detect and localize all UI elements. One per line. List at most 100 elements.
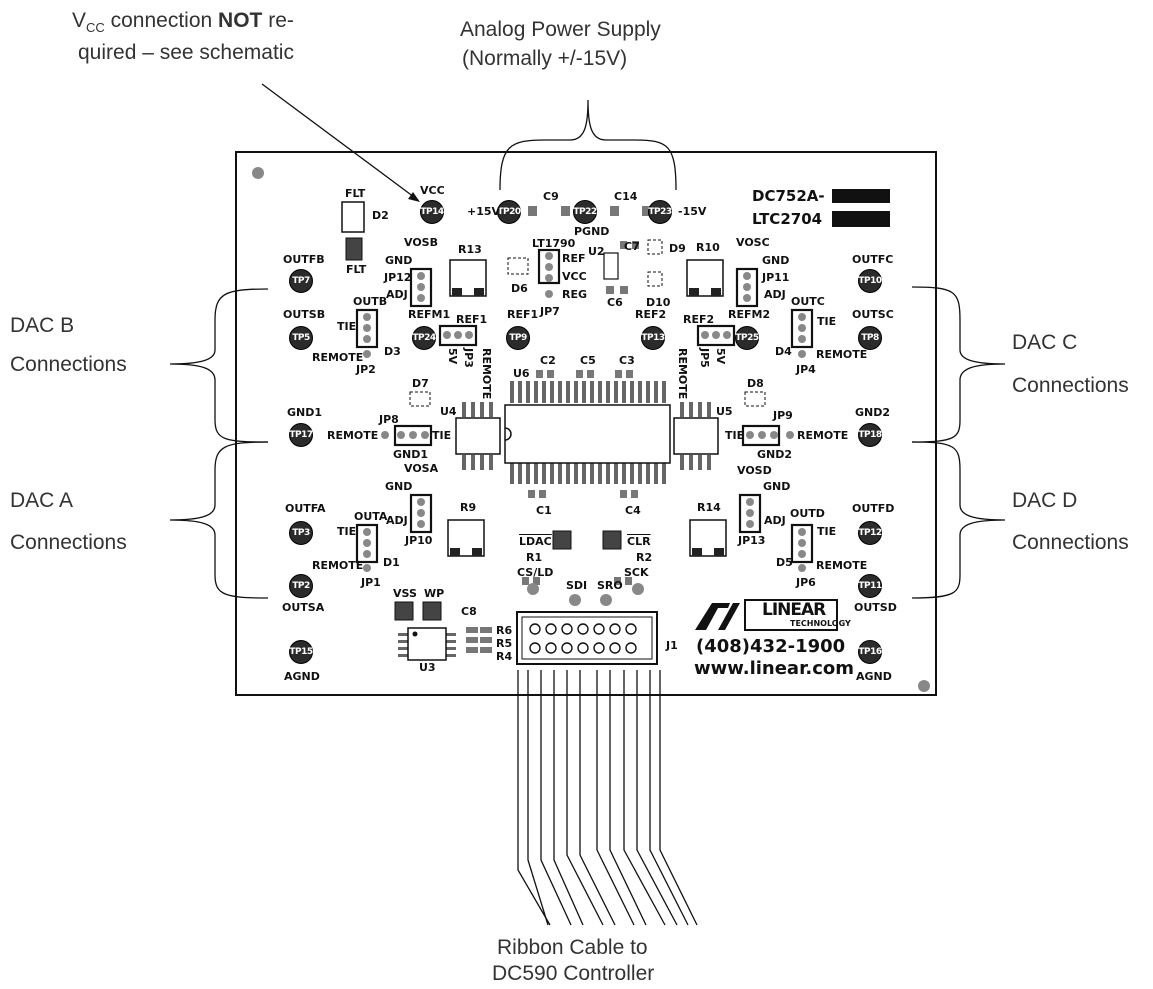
mounting-hole-tl	[252, 167, 264, 179]
u3-ic	[398, 627, 456, 661]
wp-pad	[422, 601, 442, 621]
vcc-arrow-line	[261, 83, 419, 201]
j1-connector	[516, 611, 658, 665]
testpoint-tp24: TP24	[412, 326, 436, 350]
silk-vosc: VOSC	[736, 236, 770, 249]
silk-d4: D4	[775, 345, 792, 358]
silk-jp5: JP5	[698, 348, 711, 368]
silk-u2: U2	[588, 245, 605, 258]
vcc-arrow-head	[408, 192, 420, 202]
silk-outa: OUTA	[354, 510, 388, 523]
silk-r6: R6	[496, 624, 513, 637]
vcc-note-text1: connection	[104, 9, 219, 32]
testpoint-tp25: TP25	[735, 326, 759, 350]
dac-b-brace	[169, 288, 269, 443]
silk-d8: D8	[747, 377, 764, 390]
silk-u5: U5	[716, 405, 733, 418]
silk-tie-a: TIE	[337, 525, 357, 538]
silk-c3: C3	[619, 354, 635, 367]
vcc-note-not: NOT	[218, 9, 263, 32]
silk-r13: R13	[458, 243, 482, 256]
j1-pins	[529, 623, 637, 654]
logo-text: LINEAR	[762, 600, 826, 620]
silk-adj-d: ADJ	[764, 514, 786, 527]
dac-d-title: DAC D	[1012, 489, 1078, 512]
ribbon-title: Ribbon Cable to	[497, 936, 648, 959]
silk-r1: R1	[526, 551, 543, 564]
testpoint-tp18: TP18	[858, 423, 882, 447]
silk-adj-b: ADJ	[386, 288, 408, 301]
testpoint-tp13: TP13	[641, 326, 665, 350]
silk-r5: R5	[496, 637, 513, 650]
dac-a-brace	[169, 441, 269, 599]
silk-tie-d: TIE	[817, 525, 837, 538]
silk-remote-a: REMOTE	[312, 559, 364, 572]
silk-gnd1: GND1	[287, 406, 323, 419]
dac-c-subtitle: Connections	[1012, 374, 1129, 397]
silk-outfc: OUTFC	[852, 253, 894, 266]
silk-r14: R14	[697, 501, 721, 514]
silk-adj-a: ADJ	[386, 514, 408, 527]
testpoint-tp14: TP14	[420, 200, 444, 224]
silk-ref: REF	[562, 252, 586, 265]
linear-logo-shape	[695, 599, 838, 631]
silk-u4: U4	[440, 405, 457, 418]
silk-jp11: JP11	[762, 271, 790, 284]
silk-c9: C9	[543, 190, 559, 203]
board-chip-name: LTC2704	[752, 210, 823, 228]
silk-r2: R2	[636, 551, 653, 564]
testpoint-tp20: TP20	[497, 200, 521, 224]
testpoint-tp10: TP10	[858, 269, 882, 293]
silk-gnd-b: GND	[385, 254, 413, 267]
jumper-pins	[363, 252, 806, 572]
silk-jp13: JP13	[738, 534, 766, 547]
silk-outfb: OUTFB	[283, 253, 325, 266]
testpoint-tp17: TP17	[289, 423, 313, 447]
silk-tie-b: TIE	[337, 320, 357, 333]
clr-pad	[602, 530, 622, 550]
silk-r10: R10	[696, 241, 720, 254]
silk-sdi: SDI	[566, 579, 588, 592]
silk-jp2: JP2	[356, 363, 376, 376]
silk-d10: D10	[646, 296, 671, 309]
silk-c2: C2	[540, 354, 556, 367]
testpoint-tp23: TP23	[648, 200, 672, 224]
testpoint-tp12: TP12	[858, 521, 882, 545]
vss-pad	[394, 601, 414, 621]
silk-agnd-left: AGND	[284, 670, 320, 683]
silk-plus15v: +15V	[467, 205, 501, 218]
silk-jp3: JP3	[462, 348, 475, 368]
silk-5v-b: 5V	[714, 348, 727, 365]
silk-pgnd: PGND	[574, 225, 610, 238]
dac-a-title: DAC A	[10, 489, 74, 512]
ribbon-subtitle: DC590 Controller	[492, 962, 655, 985]
silk-d6: D6	[511, 282, 528, 295]
silk-flt: FLT	[345, 187, 366, 200]
testpoint-tp11: TP11	[858, 574, 882, 598]
silk-remote-b: REMOTE	[312, 351, 364, 364]
silk-gnd-d: GND	[763, 480, 791, 493]
silk-d3: D3	[384, 345, 401, 358]
silk-d2: D2	[372, 209, 389, 222]
dac-d-subtitle: Connections	[1012, 531, 1129, 554]
analog-brace	[499, 99, 677, 191]
board-phone: (408)432-1900	[696, 636, 846, 657]
silk-ref1b: REF1	[507, 308, 539, 321]
silk-gnd2: GND2	[855, 406, 891, 419]
silk-vosb: VOSB	[404, 236, 438, 249]
silk-wp: WP	[424, 587, 445, 600]
silk-jp4: JP4	[796, 363, 816, 376]
silk-refm2: REFM2	[728, 308, 771, 321]
silk-sro: SRO	[597, 579, 623, 592]
dac-d-brace	[911, 441, 1006, 599]
u4-ic	[455, 402, 501, 470]
silk-u6: U6	[513, 367, 530, 380]
testpoint-tp5: TP5	[289, 326, 313, 350]
silk-sck: SCK	[624, 566, 649, 579]
silk-clr: CLR	[627, 535, 651, 548]
smd-pads	[466, 206, 651, 653]
silk-remote-d: REMOTE	[816, 559, 868, 572]
testpoint-tp7: TP7	[289, 269, 313, 293]
silk-outsd: OUTSD	[854, 601, 897, 614]
silk-remote-c: REMOTE	[816, 348, 868, 361]
